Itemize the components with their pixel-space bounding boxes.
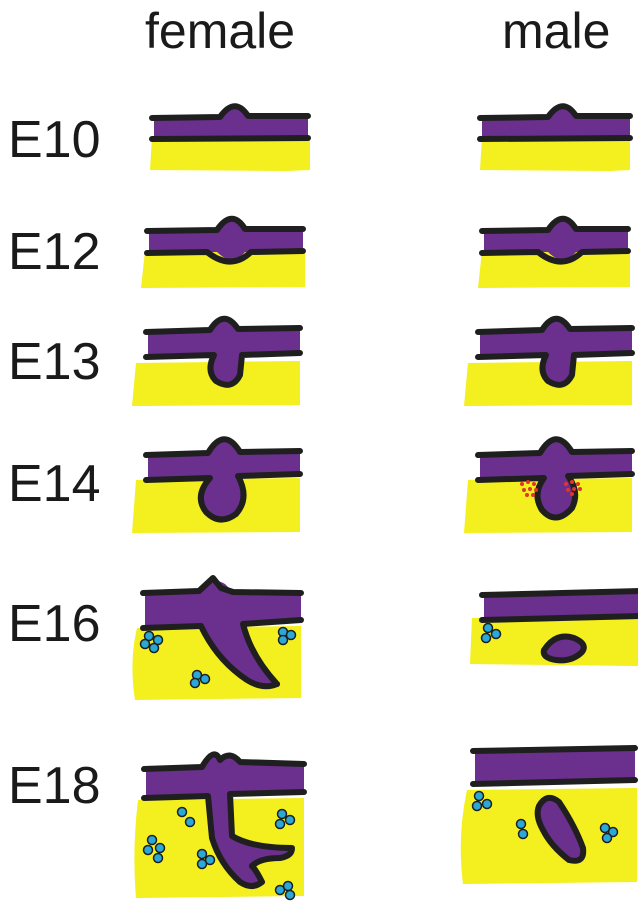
male-e13-diagram — [460, 305, 638, 410]
female-e16-diagram — [125, 572, 310, 702]
female-e18-diagram — [128, 740, 313, 906]
male-e18-diagram — [455, 736, 638, 891]
female-e14-diagram — [128, 422, 313, 537]
stage-label-e16: E16 — [8, 598, 101, 650]
column-title-male: male — [502, 6, 610, 56]
male-e14-diagram — [460, 422, 638, 537]
stage-label-e13: E13 — [8, 336, 101, 388]
stage-label-e10: E10 — [8, 114, 101, 166]
male-e12-diagram — [470, 203, 638, 293]
stage-label-e12: E12 — [8, 226, 101, 278]
male-e10-diagram — [470, 92, 638, 177]
duct-remnant — [544, 637, 584, 661]
female-e13-diagram — [128, 305, 313, 410]
male-e16-diagram — [464, 576, 638, 676]
female-e10-diagram — [140, 92, 320, 177]
stage-label-e14: E14 — [8, 458, 101, 510]
female-e12-diagram — [135, 203, 315, 293]
epithelium — [154, 107, 308, 139]
stage-label-e18: E18 — [8, 760, 101, 812]
column-title-female: female — [145, 6, 295, 56]
